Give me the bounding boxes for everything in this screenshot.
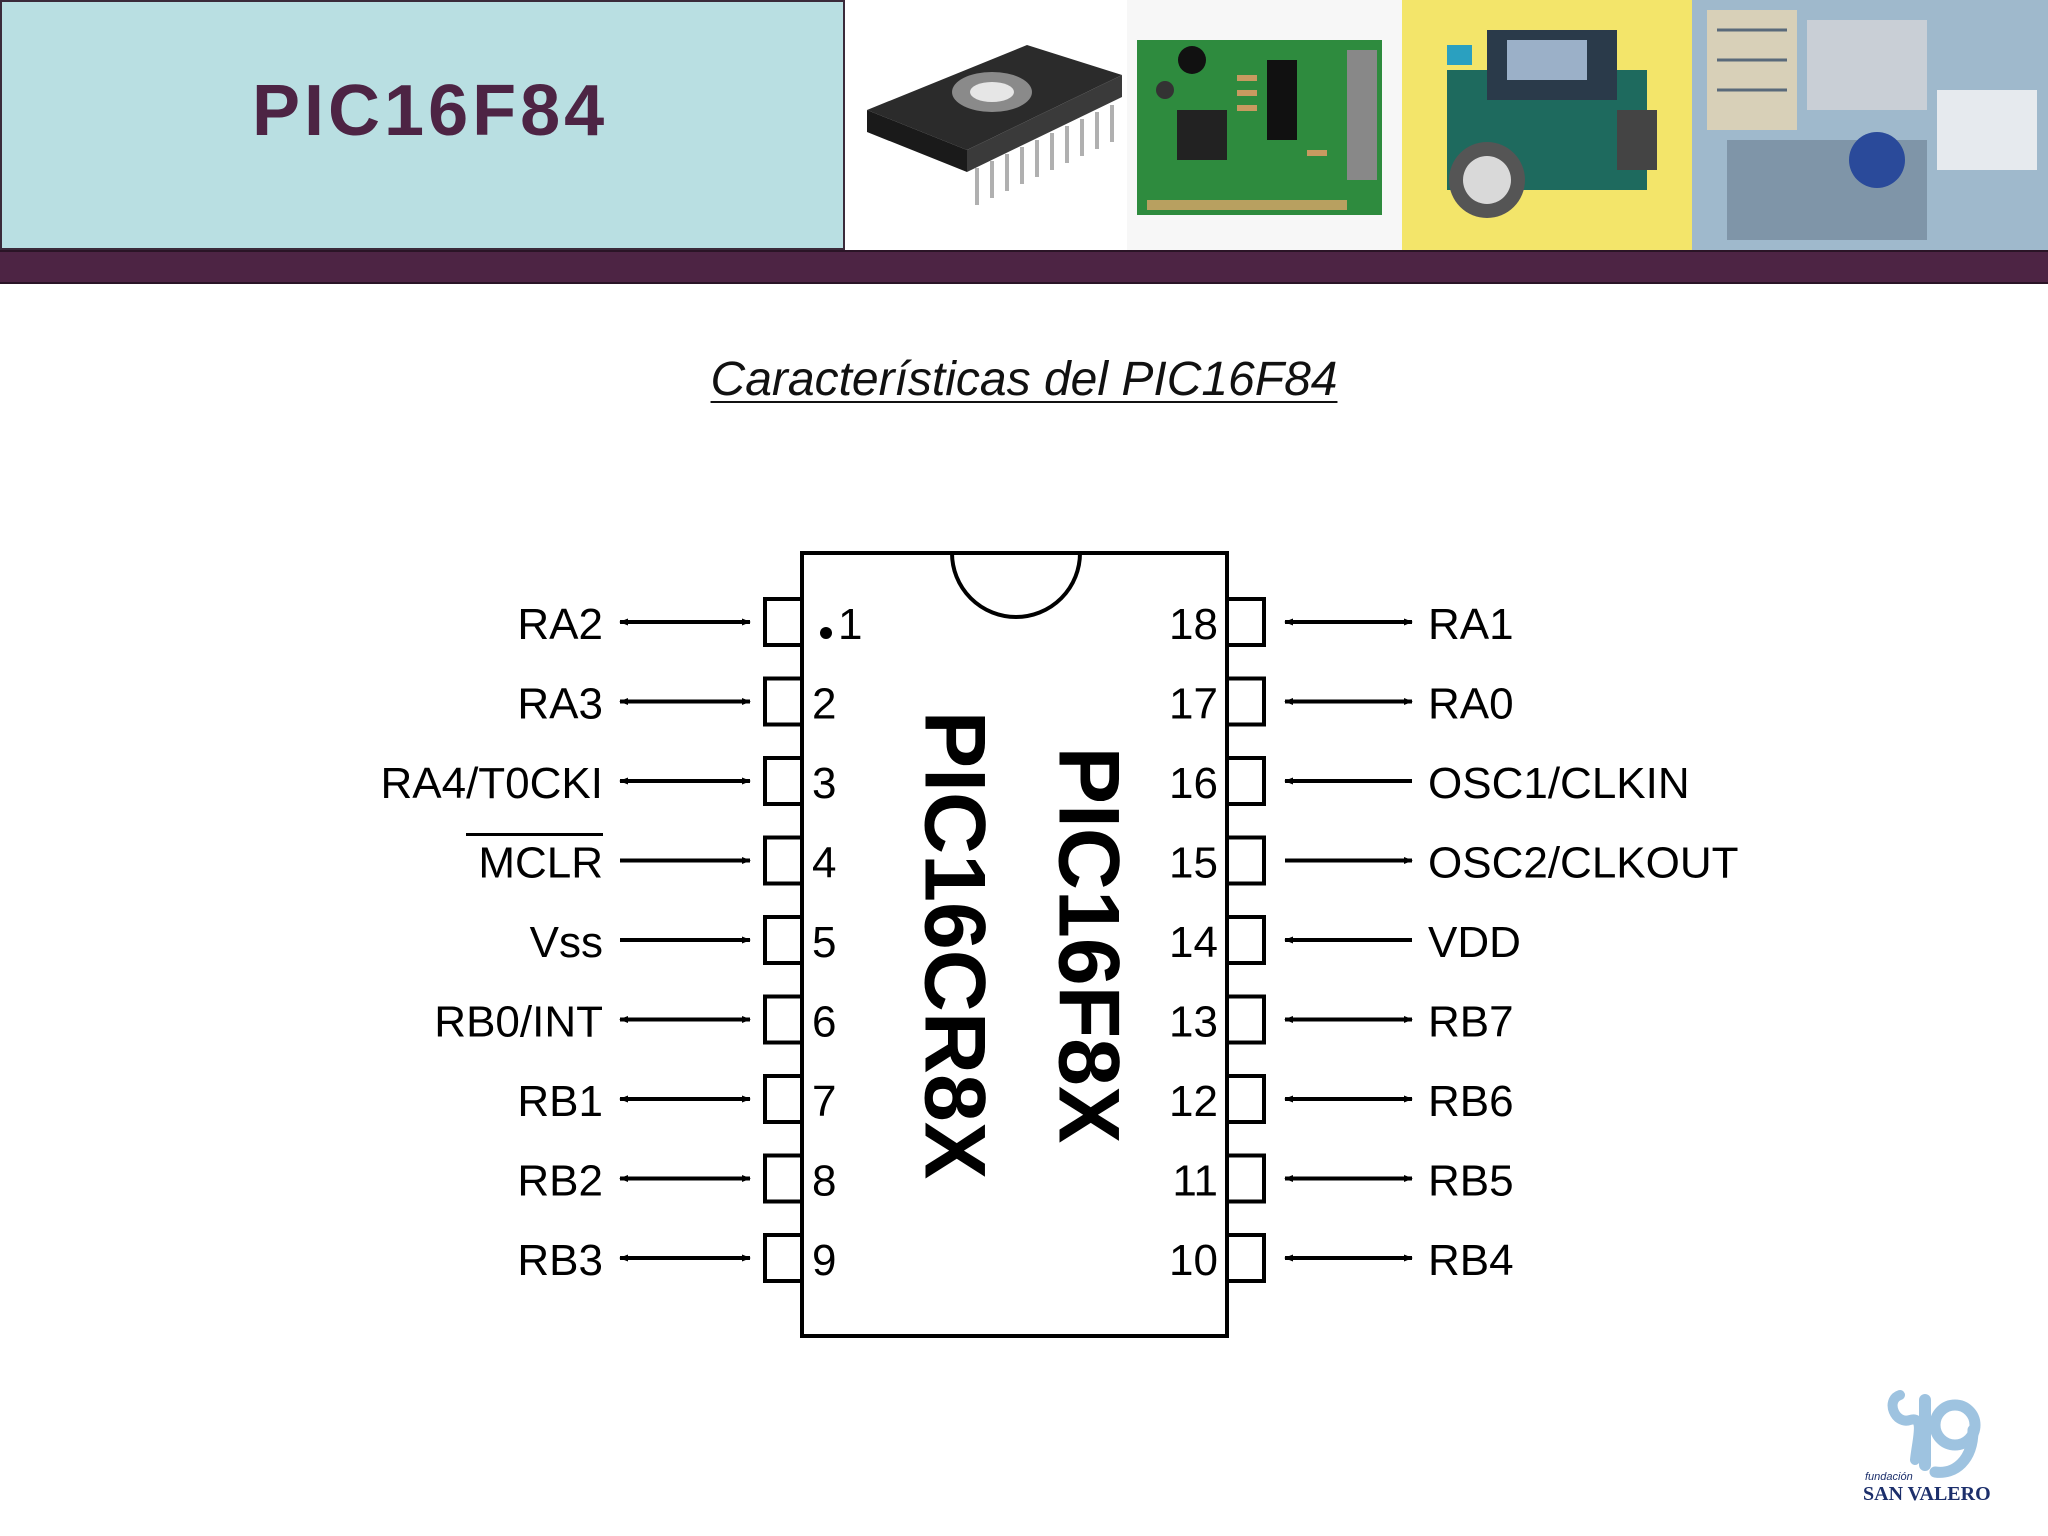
pin-signal-label: RA4/T0CKI <box>380 759 603 808</box>
pin-signal-label: RB5 <box>1428 1157 1514 1206</box>
pin-signal-label: MCLR <box>478 839 603 888</box>
pin-number: 6 <box>812 998 836 1047</box>
slide-title: Características del PIC16F84 <box>710 353 1338 406</box>
pin-number: 9 <box>812 1236 836 1285</box>
pic-programmer-board-photo <box>1127 0 1402 250</box>
pin-row: 7 RB1 <box>517 1074 836 1126</box>
pin-row: 15 OSC2/CLKOUT <box>1169 835 1739 888</box>
pin-pad <box>763 597 804 647</box>
pin-signal-label: RB3 <box>517 1236 603 1285</box>
pin-row: 14 VDD <box>1169 915 1521 967</box>
pin-row: 4 MCLR <box>466 833 836 888</box>
logo-line1: fundación <box>1865 1471 1913 1483</box>
pin-row: 17 RA0 <box>1169 676 1514 729</box>
page-title: PIC16F84 <box>252 71 609 151</box>
pin-pad <box>1225 994 1266 1045</box>
campus-collage-photo <box>1692 0 2048 250</box>
header-image-strip <box>847 0 2048 250</box>
pin-number: 3 <box>812 759 836 808</box>
pin-pad <box>763 994 804 1045</box>
pin-pad <box>1225 1074 1266 1124</box>
pin-pad <box>763 676 804 727</box>
pin-pad <box>1225 835 1266 886</box>
pin-number: 8 <box>812 1157 836 1206</box>
san-valero-logo: fundación SAN VALERO <box>1855 1380 2015 1510</box>
pin-signal-label: RB6 <box>1428 1077 1514 1126</box>
chip-label-f8x: PIC16F8X <box>1040 747 1136 1144</box>
pin-row: 2 RA3 <box>517 676 836 729</box>
eprom-chip-photo <box>847 0 1127 250</box>
pin-number: 7 <box>812 1077 836 1126</box>
pin-number: 15 <box>1169 839 1218 888</box>
chip-body <box>800 551 1229 1338</box>
pin-row: 3 RA4/T0CKI <box>380 756 836 808</box>
pin-row: 9 RB3 <box>517 1233 836 1285</box>
pin-number: 16 <box>1169 759 1218 808</box>
pin-signal-label: RB7 <box>1428 998 1514 1047</box>
pin-pad <box>1225 1153 1266 1204</box>
pin-signal-label: OSC2/CLKOUT <box>1428 839 1739 888</box>
pin-signal-label: VDD <box>1428 918 1521 967</box>
pin-pad <box>763 915 804 965</box>
logo-line2: SAN VALERO <box>1863 1483 1991 1505</box>
header-divider-bar <box>0 250 2048 284</box>
pin-number: 10 <box>1169 1236 1218 1285</box>
pin-pad <box>763 756 804 806</box>
header-title-box: PIC16F84 <box>0 0 845 250</box>
pin-pad <box>1225 756 1266 806</box>
pin-row: 6 RB0/INT <box>434 994 836 1047</box>
pin-row: 13 RB7 <box>1169 994 1514 1047</box>
logo-mark-icon <box>1887 1390 1981 1478</box>
pin-pad <box>763 1074 804 1124</box>
pin-signal-label: RA2 <box>517 600 603 649</box>
pin-signal-label: RA0 <box>1428 680 1514 729</box>
pin-number: 2 <box>812 680 836 729</box>
pin-pad <box>1225 597 1266 647</box>
pin-pad <box>763 835 804 886</box>
pin-signal-label: OSC1/CLKIN <box>1428 759 1690 808</box>
pin-signal-label: Vss <box>530 918 603 967</box>
pin-signal-label: RB1 <box>517 1077 603 1126</box>
chip-label-cr8x: PIC16CR8X <box>906 711 1002 1179</box>
pin-pad <box>763 1233 804 1283</box>
pin-row: 10 RB4 <box>1169 1233 1514 1285</box>
pin-row: 11 RB5 <box>1172 1153 1514 1206</box>
pin-pad <box>1225 676 1266 727</box>
pin-row: 18 RA1 <box>1169 597 1514 649</box>
pin-pad <box>1225 915 1266 965</box>
pin-signal-label: RB2 <box>517 1157 603 1206</box>
pin-number: 18 <box>1169 600 1218 649</box>
pin-row: 1 RA2 <box>517 597 862 649</box>
pin-signal-label: RA3 <box>517 680 603 729</box>
pin-1-dot <box>820 627 832 639</box>
pin-number: 5 <box>812 918 836 967</box>
pin-signal-label: RA1 <box>1428 600 1514 649</box>
pin-pad <box>763 1153 804 1204</box>
pin-number: 17 <box>1169 680 1218 729</box>
pin-number: 1 <box>838 600 862 649</box>
pin-number: 4 <box>812 839 836 888</box>
pin-number: 13 <box>1169 998 1218 1047</box>
pin-number: 12 <box>1169 1077 1218 1126</box>
chip-notch <box>950 552 1082 619</box>
pin-signal-label: RB0/INT <box>434 998 603 1047</box>
pin-signal-label: RB4 <box>1428 1236 1514 1285</box>
pin-row: 16 OSC1/CLKIN <box>1169 756 1690 808</box>
pin-number: 14 <box>1169 918 1218 967</box>
robot-kit-photo <box>1402 0 1692 250</box>
pin-row: 5 Vss <box>530 915 836 967</box>
pin-number: 11 <box>1172 1157 1218 1206</box>
pin-pad <box>1225 1233 1266 1283</box>
pin-row: 12 RB6 <box>1169 1074 1514 1126</box>
pin-row: 8 RB2 <box>517 1153 836 1206</box>
